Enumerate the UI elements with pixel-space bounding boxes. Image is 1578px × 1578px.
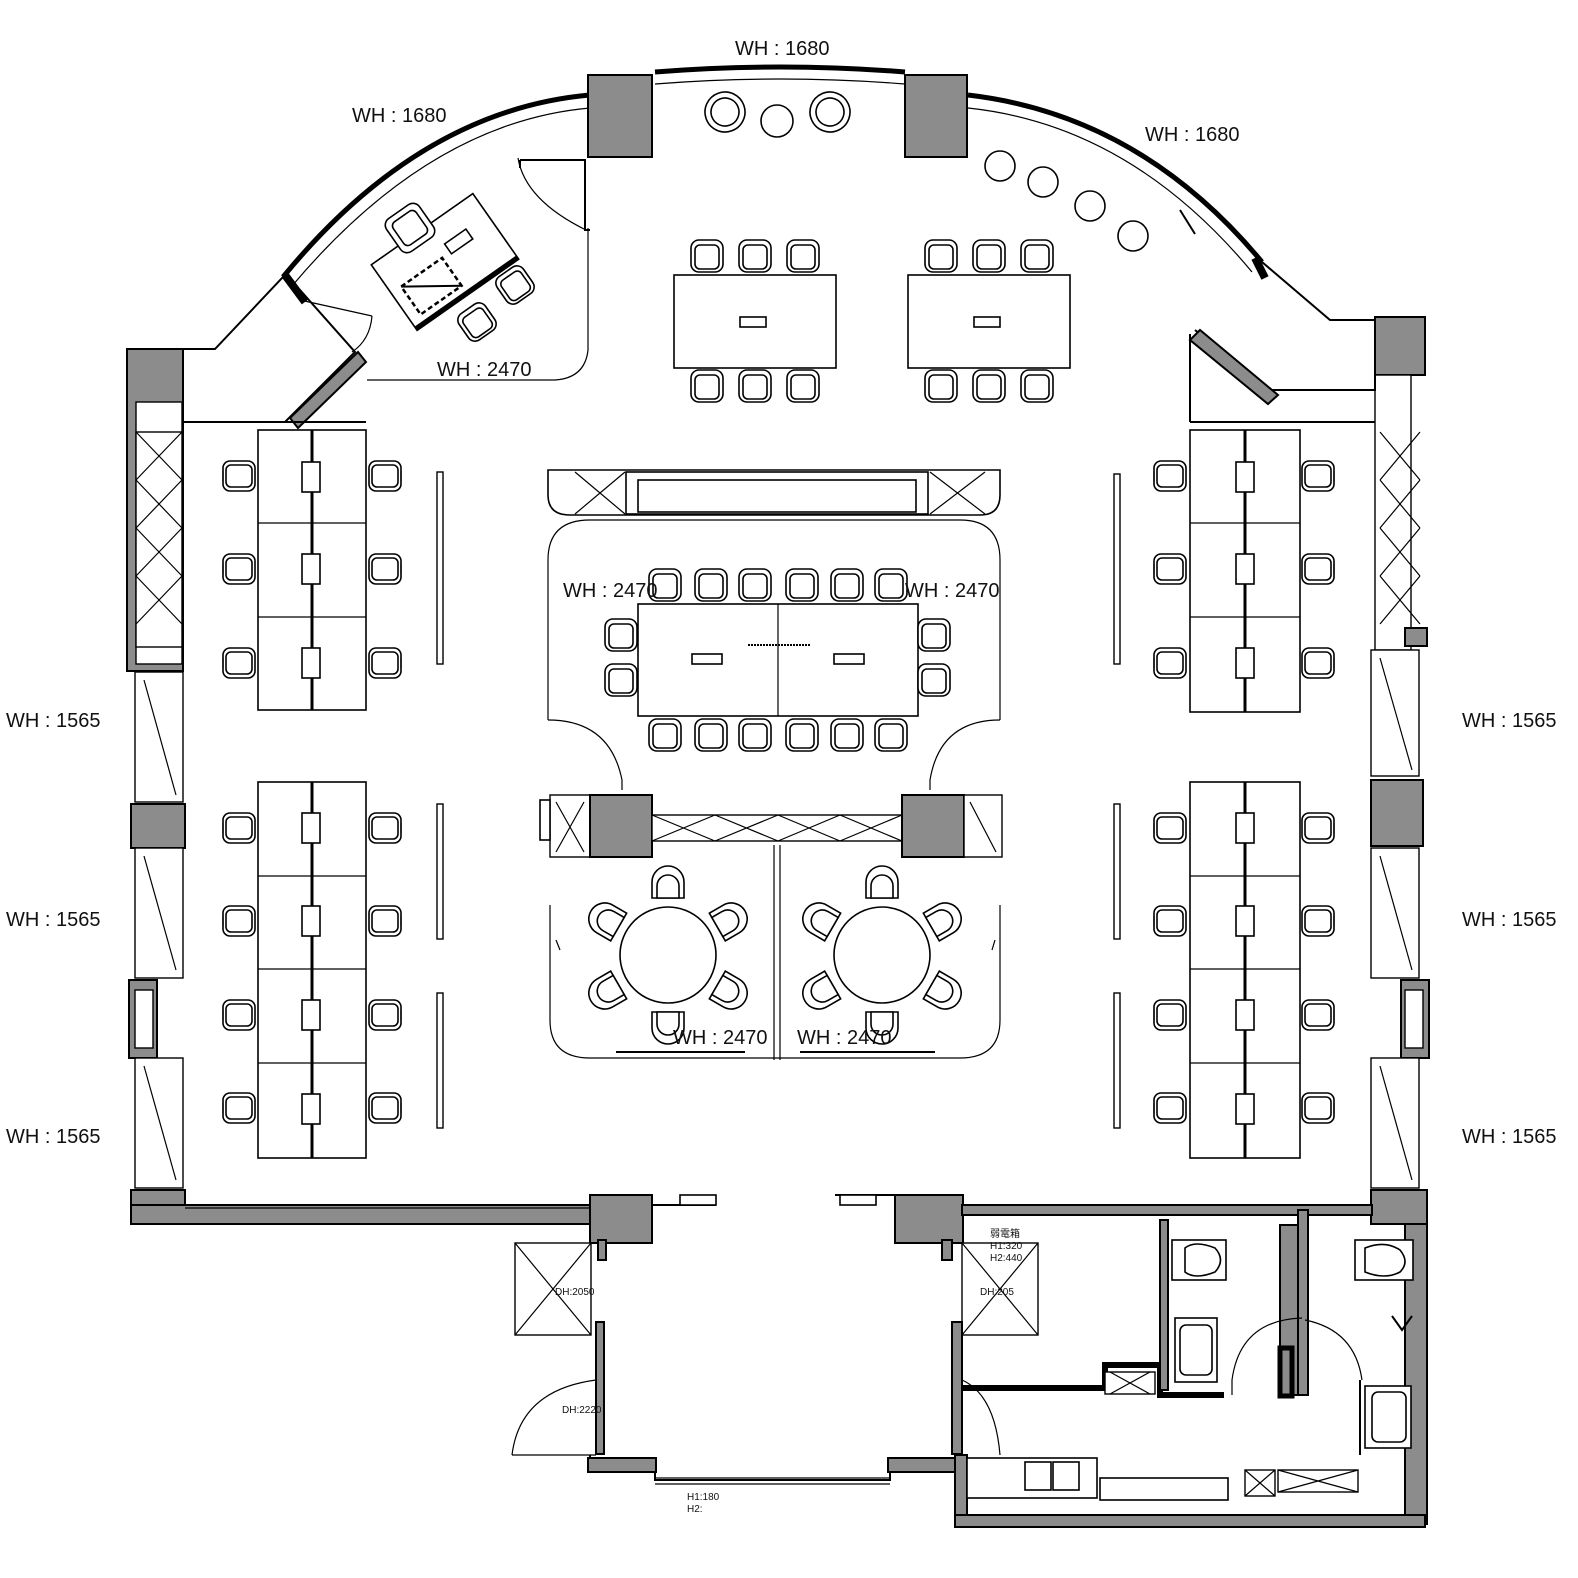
label-wh-1565-left-1: WH : 1565 [6, 710, 100, 732]
label-wh-1565-right-1: WH : 1565 [1462, 710, 1556, 732]
workstations-left-lower [222, 781, 444, 1159]
label-wh-2470-office: WH : 2470 [437, 359, 531, 381]
label-wh-1565-right-2: WH : 1565 [1462, 909, 1556, 931]
label-wh-1565-right-3: WH : 1565 [1462, 1126, 1556, 1148]
lounge-seating [704, 91, 1149, 252]
label-wh-1680-right: WH : 1680 [1145, 124, 1239, 146]
label-dh-2220: DH:2220 [562, 1405, 602, 1416]
label-dh-2050-left: DH:2050 [555, 1287, 595, 1298]
label-wh-1565-left-2: WH : 1565 [6, 909, 100, 931]
label-electrical-box: 弱電箱 [990, 1227, 1020, 1240]
top-meeting-tables [673, 239, 1071, 403]
label-dh-2050-right: DH:205 [980, 1287, 1014, 1298]
label-wh-2470-round-right: WH : 2470 [797, 1027, 891, 1049]
label-wh-2470-round-left: WH : 2470 [673, 1027, 767, 1049]
label-wh-1565-left-3: WH : 1565 [6, 1126, 100, 1148]
private-office [299, 157, 590, 381]
round-table-rooms [549, 845, 1001, 1060]
label-wh-1680-top: WH : 1680 [735, 38, 829, 60]
dimension-labels: WH : 1680 WH : 1680 WH : 1680 WH : 2470 … [6, 38, 1556, 1515]
workstations-right-lower [1113, 781, 1335, 1159]
label-h2: H2: [687, 1504, 703, 1515]
label-h1-180: H1:180 [687, 1492, 720, 1503]
center-meeting-room [539, 469, 1003, 858]
label-wh-2470-meeting-left: WH : 2470 [563, 580, 657, 602]
entry-area [511, 1194, 1039, 1485]
label-h2-440: H2:440 [990, 1253, 1023, 1264]
label-h1-320: H1:320 [990, 1241, 1023, 1252]
restroom-service-area [954, 1204, 1426, 1528]
label-wh-1680-left: WH : 1680 [352, 105, 446, 127]
workstations-right-upper [1113, 429, 1335, 713]
label-wh-2470-meeting-right: WH : 2470 [905, 580, 999, 602]
workstations-left-upper [222, 429, 444, 711]
outer-walls [126, 64, 1430, 1525]
